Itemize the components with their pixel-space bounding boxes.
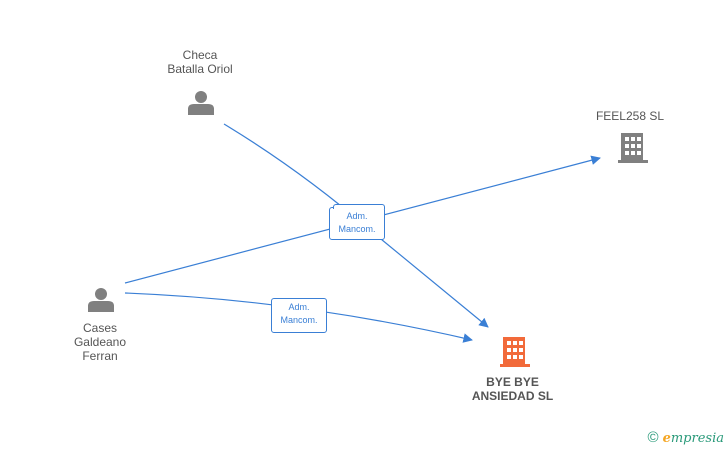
building-icon[interactable] (618, 133, 648, 163)
copyright-icon: © (647, 429, 659, 446)
person-icon[interactable] (188, 91, 214, 115)
brand-logo: ©empresia (648, 429, 724, 446)
edge-label-center[interactable]: Adm. Mancom. (329, 204, 385, 240)
node-label-feel258[interactable]: FEEL258 SL (595, 109, 665, 123)
node-label-cases[interactable]: Cases Galdeano Ferran (73, 321, 127, 363)
person-icon[interactable] (88, 288, 114, 312)
brand-e: e (662, 431, 671, 446)
building-icon[interactable] (500, 337, 530, 367)
edge-label-lower[interactable]: Adm. Mancom. (271, 298, 327, 333)
node-label-checa[interactable]: Checa Batalla Oriol (167, 48, 233, 76)
node-label-byebye[interactable]: BYE BYE ANSIEDAD SL (471, 375, 554, 403)
brand-name: mpresia (670, 431, 724, 446)
